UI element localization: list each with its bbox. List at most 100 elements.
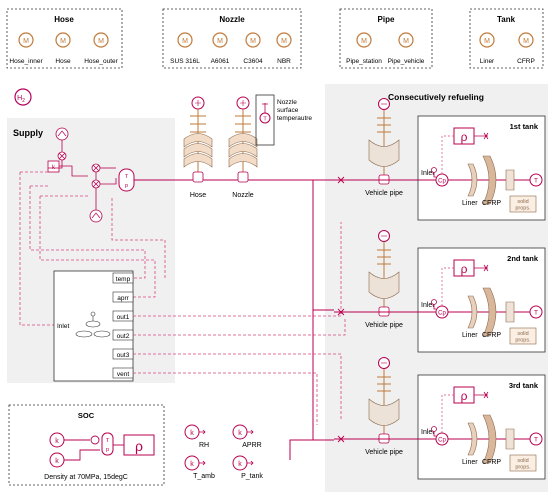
material-hose[interactable]: M Hose [55,32,71,65]
tank-temp-sensor-icon[interactable] [529,432,543,446]
material-box-nozzle: Nozzle M SUS 316L M A6061 M C3604 M NBR [162,8,302,69]
cp-label: Cp [438,179,446,185]
material-box-tank: Tank M Liner M CFRP [469,8,544,69]
solid-props-block[interactable] [509,195,537,213]
material-pipe-station[interactable]: M Pipe_station [346,32,382,65]
liner-label: Liner [462,332,478,339]
material-nbr[interactable]: M NBR [276,32,292,65]
port-out3[interactable]: out3 [112,348,134,360]
liner-layer[interactable] [467,422,478,456]
material-box-pipe: Pipe M Pipe_station M Pipe_vehicle [339,8,433,69]
tp-sensor[interactable]: T p [118,168,135,192]
material-cfrp-label: CFRP [517,58,535,65]
material-symbol: M [60,38,66,45]
port-out2-label: out2 [117,333,130,340]
input-symbol: k [190,430,194,437]
svg-text:T: T [125,174,129,180]
input-p-tank[interactable]: kP_tank [232,455,263,480]
soc-tp-sensor[interactable]: T p [101,432,114,456]
supply-controls [47,127,117,223]
port-out1-label: out1 [117,314,130,321]
vehicle-pipe-label: Vehicle pipe [365,449,403,456]
material-liner[interactable]: M Liner [479,32,495,65]
material-hose-outer-label: Hose_outer [84,58,118,65]
cfrp-layer[interactable] [482,287,497,337]
supply-title: Supply [13,128,43,138]
port-out1[interactable]: out1 [112,310,134,322]
material-sus316l-label: SUS 316L [170,58,200,65]
material-c3604[interactable]: M C3604 [243,32,263,65]
material-sus316l[interactable]: M SUS 316L [170,32,200,65]
solid-props-block[interactable] [509,327,537,345]
material-pipe-vehicle-label: Pipe_vehicle [388,58,425,65]
ramp-source-2-icon[interactable] [89,209,103,223]
input-symbol: k [190,461,194,468]
material-liner-label: Liner [480,58,495,65]
solid-props-label: props. [515,465,531,471]
port-temp[interactable]: temp [112,272,134,284]
tank-temp-sensor-icon[interactable] [529,305,543,319]
material-pipe-vehicle[interactable]: M Pipe_vehicle [388,32,425,65]
hose-component[interactable]: Hose [183,96,213,199]
svg-text:k: k [55,458,59,465]
solid-props-label: solid [517,199,528,205]
input-t-amb[interactable]: kT_amb [184,455,215,480]
nozzle-temp-label: Nozzle surface temperautre [277,99,312,122]
input-symbol: k [238,430,242,437]
material-a6061[interactable]: M A6061 [211,32,230,65]
vehicle-pipe-label: Vehicle pipe [365,322,403,329]
tank-temp-sensor-icon[interactable] [529,173,543,187]
soc-valve-icon[interactable] [90,435,100,445]
tank-title-1: 1st tank [510,122,539,131]
material-box-pipe-title: Pipe [378,15,395,24]
svg-text:p: p [125,183,128,189]
port-out2[interactable]: out2 [112,329,134,341]
svg-text:k: k [55,438,59,445]
svg-text:T: T [263,117,267,123]
svg-text:H2: H2 [17,95,25,104]
material-box-nozzle-title: Nozzle [219,15,245,24]
material-pipe-station-label: Pipe_station [346,58,382,65]
material-hose-inner[interactable]: M Hose_inner [9,32,43,65]
supply-signal-lines [19,171,166,326]
material-symbol: M [217,38,223,45]
input-label: APRR [242,442,261,449]
nozzle-component[interactable]: Nozzle T Nozzle surface temperautre [228,94,312,199]
hydrogen-medium-icon[interactable]: H2 [14,88,32,106]
material-cfrp[interactable]: M CFRP [517,32,535,65]
liner-label: Liner [462,459,478,466]
vehicle-pipe-3[interactable] [368,357,400,444]
cfrp-layer[interactable] [482,414,497,464]
svg-text:T: T [106,438,110,444]
material-symbol: M [484,38,490,45]
material-symbol: M [361,38,367,45]
input-label: T_amb [193,473,215,480]
cfrp-layer[interactable] [482,155,497,205]
cfrp-label: CFRP [482,332,501,339]
gain-block[interactable] [47,160,60,173]
port-vent[interactable]: vent [112,367,134,379]
soc-k-input-1[interactable]: k [49,432,65,448]
liner-layer[interactable] [467,163,478,197]
soc-density-block[interactable]: ρ [123,434,155,456]
material-symbol: M [403,38,409,45]
port-out3-label: out3 [117,352,130,359]
port-aprr[interactable]: aprr [112,291,134,303]
rho-label: ρ [461,130,468,144]
source-block[interactable]: Inlet [53,270,134,382]
liner-layer[interactable] [467,295,478,329]
port-vent-label: vent [117,371,129,378]
soc-k-input-2[interactable]: k [49,452,65,468]
solid-props-label: props. [515,206,531,212]
solid-props-block[interactable] [509,454,537,472]
input-rh[interactable]: kRH [184,424,209,449]
material-hose-outer[interactable]: M Hose_outer [84,32,119,65]
material-symbol: M [250,38,256,45]
ramp-source-icon[interactable] [55,127,69,141]
main-pipeline [134,179,334,460]
material-box-hose-title: Hose [54,15,74,24]
